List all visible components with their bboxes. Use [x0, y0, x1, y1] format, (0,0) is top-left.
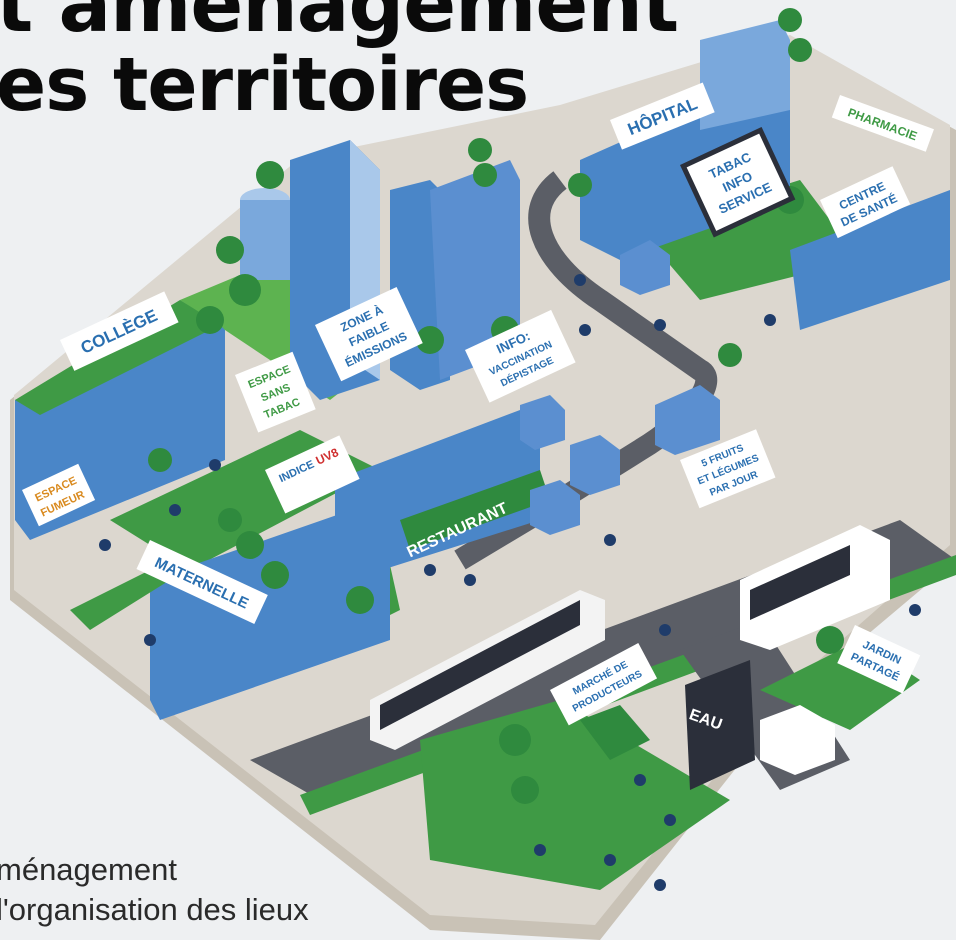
sign-jardin-partage: JARDIN PARTAGÉ [837, 625, 921, 694]
body-text-line-2: l'organisation des lieux [0, 892, 309, 927]
sign-info-vaccination: INFO: VACCINATION DÉPISTAGE [465, 309, 576, 403]
sign-fruits-legumes: 5 FRUITS ET LÉGUMES PAR JOUR [680, 429, 776, 509]
sign-espace-fumeur: ESPACE FUMEUR [22, 463, 96, 527]
sign-zone-faible-emissions: ZONE À FAIBLE ÉMISSIONS [315, 286, 423, 382]
page-title-line-2: es territoires [0, 42, 529, 128]
body-text-line-1: ménagement [0, 852, 177, 887]
page-title-line-1: t aménagement [0, 0, 679, 50]
people [99, 274, 921, 891]
sign-indice-uv: INDICE UV8 [265, 435, 360, 514]
buildings [15, 20, 950, 790]
sign-espace-sans-tabac: ESPACE SANS TABAC [235, 351, 316, 433]
sign-tabac-info-service: TABAC INFO SERVICE [680, 126, 796, 238]
